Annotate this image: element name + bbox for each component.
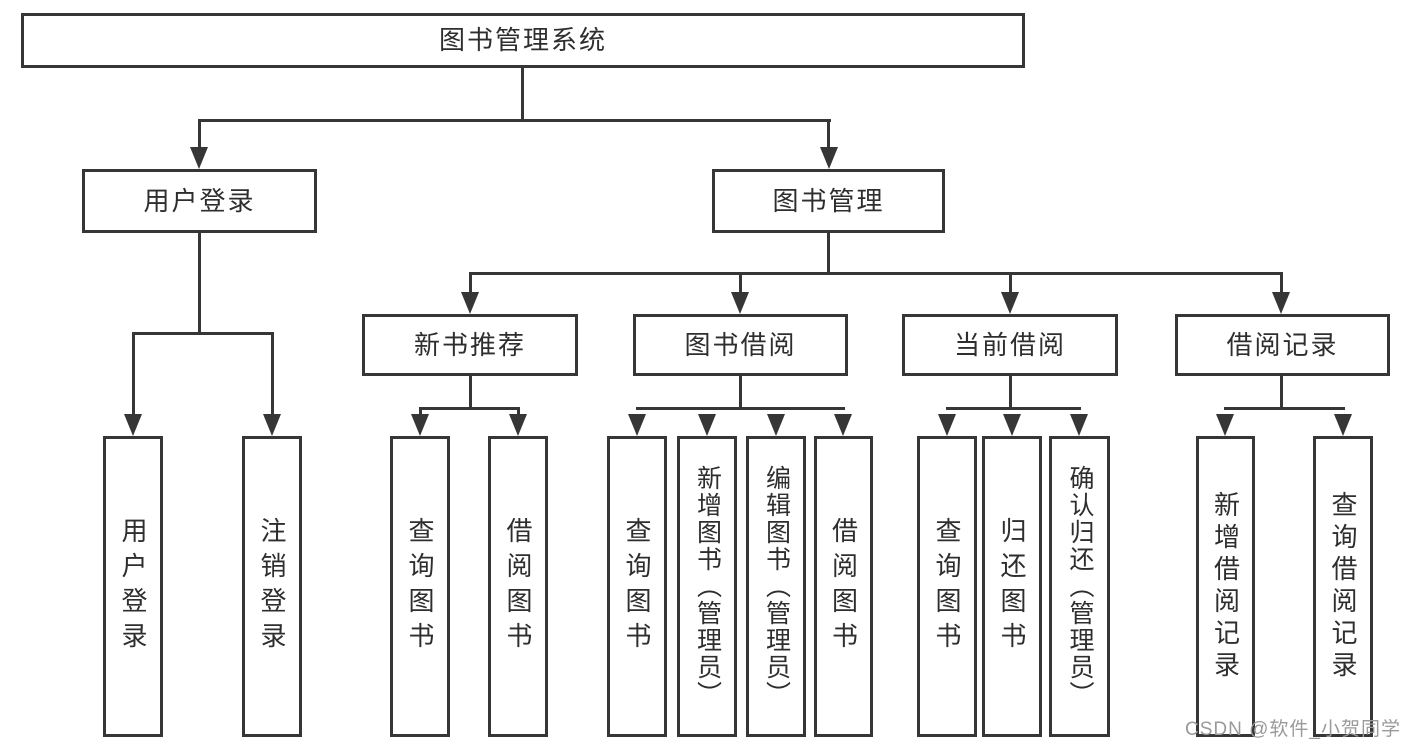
connector-nbr-stub xyxy=(469,376,472,410)
connector-book-management-stub xyxy=(827,233,830,275)
node-br-query-record: 查询借阅记录 xyxy=(1313,436,1373,737)
connector-to-borrow-records xyxy=(1280,272,1283,294)
node-new-book-recommend: 新书推荐 xyxy=(362,314,578,376)
node-user-login-branch: 用户登录 xyxy=(82,169,317,233)
node-user-login-branch-label: 用户登录 xyxy=(143,185,256,216)
node-cb-confirm-return: 确认归还（管理员） xyxy=(1049,436,1110,737)
node-borrow-records: 借阅记录 xyxy=(1175,314,1390,376)
node-book-management-label: 图书管理 xyxy=(772,185,885,216)
connector-bb-rail xyxy=(636,407,845,410)
arrow-down-cb-query xyxy=(938,414,956,436)
node-user-login: 用户登录 xyxy=(103,436,163,737)
node-book-borrow-label: 图书借阅 xyxy=(684,329,797,360)
arrow-down-nbr-query xyxy=(411,414,429,436)
arrow-down-logout-login xyxy=(263,414,281,436)
node-nbr-borrow-books: 借阅图书 xyxy=(488,436,548,737)
connector-level2-rail xyxy=(198,119,831,122)
node-current-borrow: 当前借阅 xyxy=(902,314,1118,376)
node-bb-add-books-label: 新增图书（管理员） xyxy=(693,465,722,708)
arrow-down-cb-return xyxy=(1003,414,1021,436)
node-bb-edit-books: 编辑图书（管理员） xyxy=(746,436,806,737)
arrow-down-current-borrow xyxy=(1001,292,1019,314)
arrow-down-bb-edit xyxy=(767,414,785,436)
connector-level3-rail xyxy=(469,272,1283,275)
node-nbr-borrow-books-label: 借阅图书 xyxy=(503,516,533,657)
node-nbr-query-books-label: 查询图书 xyxy=(405,516,435,657)
connector-to-nbr-borrow xyxy=(517,407,520,417)
arrow-down-new-book-recommend xyxy=(461,292,479,314)
connector-to-new-book-recommend xyxy=(469,272,472,294)
node-br-query-record-label: 查询借阅记录 xyxy=(1328,490,1358,683)
arrow-down-cb-confirm xyxy=(1070,414,1088,436)
arrow-down-br-add xyxy=(1216,414,1234,436)
connector-br-rail xyxy=(1224,407,1345,410)
connector-cb-rail xyxy=(946,407,1081,410)
arrow-down-user-login xyxy=(124,414,142,436)
connector-to-nbr-query xyxy=(419,407,422,417)
arrow-down-br-query xyxy=(1334,414,1352,436)
watermark: CSDN @软件_小贺同学 xyxy=(1185,719,1401,740)
connector-to-book-borrow xyxy=(739,272,742,294)
node-cb-query-books-label: 查询图书 xyxy=(932,516,962,657)
arrow-down-user-login-branch xyxy=(190,147,208,169)
node-bb-borrow-books: 借阅图书 xyxy=(814,436,873,737)
node-bb-edit-books-label: 编辑图书（管理员） xyxy=(762,465,791,708)
node-bb-add-books: 新增图书（管理员） xyxy=(677,436,737,737)
node-bb-query-books-label: 查询图书 xyxy=(622,516,652,657)
arrow-down-nbr-borrow xyxy=(509,414,527,436)
node-cb-return-books-label: 归还图书 xyxy=(997,516,1027,657)
arrow-down-bb-add xyxy=(698,414,716,436)
connector-user-login-stub xyxy=(198,233,201,335)
node-borrow-records-label: 借阅记录 xyxy=(1226,329,1339,360)
arrow-down-borrow-records xyxy=(1272,292,1290,314)
connector-to-current-borrow xyxy=(1009,272,1012,294)
node-nbr-query-books: 查询图书 xyxy=(390,436,450,737)
node-bb-borrow-books-label: 借阅图书 xyxy=(828,516,859,657)
node-book-borrow: 图书借阅 xyxy=(633,314,848,376)
node-new-book-recommend-label: 新书推荐 xyxy=(413,329,526,360)
node-current-borrow-label: 当前借阅 xyxy=(953,329,1066,360)
node-logout-login: 注销登录 xyxy=(242,436,302,737)
connector-to-logout-login xyxy=(271,332,274,416)
connector-root-stub xyxy=(521,68,524,122)
arrow-down-book-borrow xyxy=(731,292,749,314)
connector-to-user-login-branch xyxy=(198,119,201,149)
arrow-down-bb-query xyxy=(628,414,646,436)
connector-user-login-rail xyxy=(132,332,274,335)
connector-to-book-management xyxy=(827,119,830,149)
arrow-down-bb-borrow xyxy=(834,414,852,436)
node-logout-login-label: 注销登录 xyxy=(257,516,287,657)
node-book-management: 图书管理 xyxy=(712,169,945,233)
node-cb-confirm-return-label: 确认归还（管理员） xyxy=(1066,465,1094,708)
connector-to-user-login xyxy=(132,332,135,416)
node-library-management-system: 图书管理系统 xyxy=(21,13,1025,68)
node-cb-query-books: 查询图书 xyxy=(917,436,977,737)
node-br-add-record-label: 新增借阅记录 xyxy=(1210,490,1241,683)
node-cb-return-books: 归还图书 xyxy=(982,436,1042,737)
node-user-login-label: 用户登录 xyxy=(118,516,148,657)
connector-br-stub xyxy=(1280,376,1283,410)
arrow-down-book-management xyxy=(820,147,838,169)
node-library-management-system-label: 图书管理系统 xyxy=(438,25,607,56)
node-br-add-record: 新增借阅记录 xyxy=(1196,436,1255,737)
connector-bb-stub xyxy=(739,376,742,410)
connector-cb-stub xyxy=(1009,376,1012,410)
connector-nbr-rail xyxy=(419,407,520,410)
node-bb-query-books: 查询图书 xyxy=(607,436,667,737)
